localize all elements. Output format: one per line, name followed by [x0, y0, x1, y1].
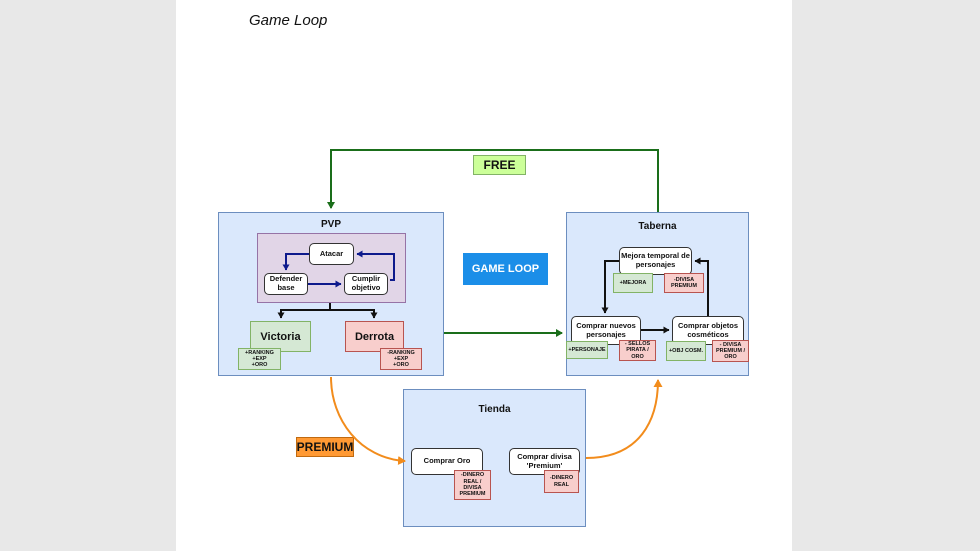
free-label: FREE: [473, 155, 526, 175]
victoria-node: Victoria: [250, 321, 311, 352]
derrota-rewards-tag: -RANKING +EXP +ORO: [380, 348, 422, 370]
pvp-to-tienda-arrow: [330, 376, 406, 466]
page-title: Game Loop: [249, 12, 328, 29]
premium-label: PREMIUM: [296, 437, 354, 457]
tienda-title: Tienda: [478, 404, 511, 415]
oro-cost-tag: -DINERO REAL / DIVISA PREMIUM: [454, 470, 491, 500]
cosmeticos-to-mejora-arrow: [694, 257, 709, 316]
defender-base-node: Defender base: [264, 273, 308, 295]
tienda-to-taberna-arrow: [585, 379, 663, 459]
outcome-split-line: [280, 303, 374, 318]
game-loop-label: GAME LOOP: [463, 253, 548, 285]
victoria-rewards-tag: +RANKING +EXP +ORO: [238, 348, 281, 370]
cosmetico-reward-tag: +OBJ COSM.: [666, 341, 706, 361]
atacar-to-defender-arrow: [282, 253, 309, 271]
atacar-node: Atacar: [309, 243, 354, 265]
personaje-reward-tag: +PERSONAJE: [566, 341, 608, 359]
personaje-cost-tag: - SELLOS PIRATA / ORO: [619, 340, 656, 361]
cosmetico-cost-tag: - DIVISA PREMIUM / ORO: [712, 340, 749, 362]
cumplir-objetivo-node: Cumplir objetivo: [344, 273, 388, 295]
mejora-to-personajes-arrow: [601, 260, 619, 314]
divisa-cost-tag: -DINERO REAL: [544, 470, 579, 493]
free-loop-arrow: [327, 149, 659, 212]
taberna-title: Taberna: [638, 221, 677, 232]
mejora-reward-tag: +MEJORA: [613, 273, 653, 293]
pvp-title: PVP: [320, 219, 341, 230]
cumplir-to-atacar-arrow: [356, 250, 395, 281]
mejora-cost-tag: -DIVISA PREMIUM: [664, 273, 704, 293]
mejora-temporal-node: Mejora temporal de personajes: [619, 247, 692, 275]
